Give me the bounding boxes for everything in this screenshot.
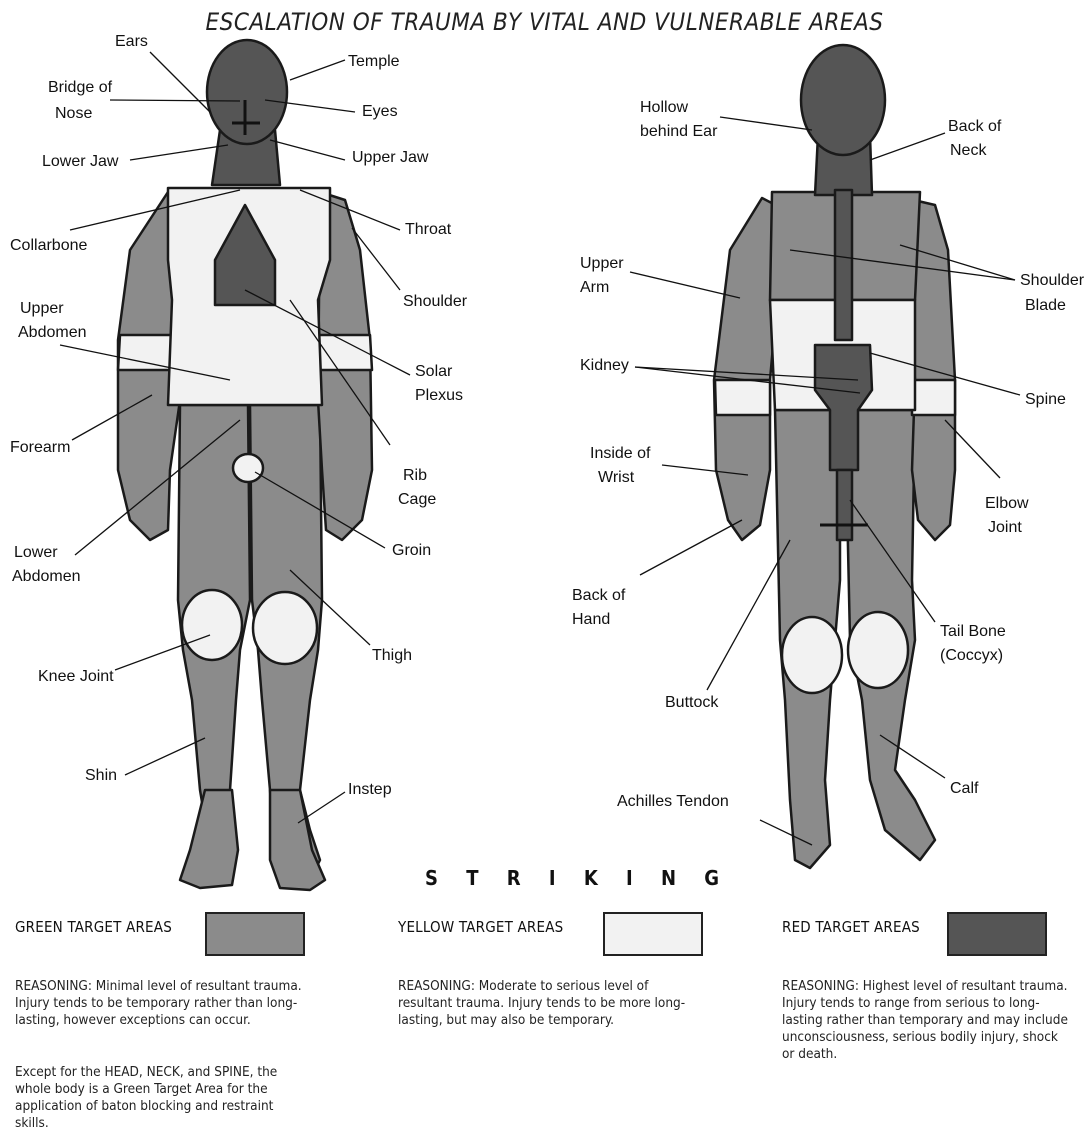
- label-upper-abdomen-1: Upper: [20, 300, 64, 317]
- label-lower-jaw: Lower Jaw: [42, 153, 119, 170]
- label-back-of-neck-2: Neck: [950, 142, 987, 159]
- back-left-knee: [782, 617, 842, 693]
- front-left-foot: [180, 790, 238, 888]
- label-tail-bone-1: Tail Bone: [940, 623, 1006, 640]
- back-tail-bone: [837, 470, 852, 540]
- label-shoulder-blade-2: Blade: [1025, 297, 1066, 314]
- label-upper-abdomen-2: Abdomen: [18, 324, 87, 341]
- label-thigh: Thigh: [372, 647, 412, 664]
- label-solar-plexus-2: Plexus: [415, 387, 463, 404]
- label-hollow-behind-ear-1: Hollow: [640, 99, 688, 116]
- label-buttock: Buttock: [665, 694, 719, 711]
- label-solar-plexus-1: Solar: [415, 363, 453, 380]
- label-collarbone: Collarbone: [10, 237, 87, 254]
- back-head: [801, 45, 885, 155]
- legend-yellow-swatch: [603, 912, 703, 956]
- label-kidney: Kidney: [580, 357, 629, 374]
- label-tail-bone-2: (Coccyx): [940, 647, 1003, 664]
- label-knee-joint: Knee Joint: [38, 668, 114, 685]
- label-achilles-tendon: Achilles Tendon: [617, 793, 729, 810]
- label-forearm: Forearm: [10, 439, 70, 456]
- label-hollow-behind-ear-2: behind Ear: [640, 123, 718, 140]
- label-rib-cage-2: Cage: [398, 491, 436, 508]
- front-right-knee: [253, 592, 317, 664]
- label-back-of-hand-2: Hand: [572, 611, 610, 628]
- front-groin: [233, 454, 263, 482]
- legend-red-swatch: [947, 912, 1047, 956]
- back-right-knee: [848, 612, 908, 688]
- label-shoulder: Shoulder: [403, 293, 468, 310]
- label-bridge-of-nose-1: Bridge of: [48, 79, 113, 96]
- legend-green-note: Except for the HEAD, NECK, and SPINE, th…: [15, 1064, 305, 1132]
- legend-red-title: RED TARGET AREAS: [782, 918, 920, 936]
- label-ears: Ears: [115, 33, 148, 50]
- label-upper-jaw: Upper Jaw: [352, 149, 429, 166]
- label-inside-of-wrist-1: Inside of: [590, 445, 651, 462]
- legend-yellow-title: YELLOW TARGET AREAS: [398, 918, 563, 936]
- label-rib-cage-1: Rib: [403, 467, 427, 484]
- label-elbow-joint-2: Joint: [988, 519, 1022, 536]
- legend-green-title: GREEN TARGET AREAS: [15, 918, 172, 936]
- label-shin: Shin: [85, 767, 117, 784]
- legend-red-reasoning: REASONING: Highest level of resultant tr…: [782, 978, 1072, 1063]
- label-back-of-hand-1: Back of: [572, 587, 626, 604]
- front-head: [207, 40, 287, 144]
- label-spine: Spine: [1025, 391, 1066, 408]
- front-figure: [118, 40, 372, 890]
- label-bridge-of-nose-2: Nose: [55, 105, 92, 122]
- label-upper-arm-2: Arm: [580, 279, 609, 296]
- label-temple: Temple: [348, 53, 400, 70]
- front-right-foot: [270, 790, 325, 890]
- back-spine: [835, 190, 852, 340]
- label-lower-abdomen-2: Abdomen: [12, 568, 81, 585]
- front-left-knee: [182, 590, 242, 660]
- label-shoulder-blade-1: Shoulder: [1020, 272, 1085, 289]
- label-calf: Calf: [950, 780, 979, 797]
- legend-green-swatch: [205, 912, 305, 956]
- label-lower-abdomen-1: Lower: [14, 544, 58, 561]
- label-back-of-neck-1: Back of: [948, 118, 1002, 135]
- back-figure: [714, 45, 955, 868]
- legend-green-reasoning: REASONING: Minimal level of resultant tr…: [15, 978, 305, 1029]
- back-right-elbow-band: [912, 380, 955, 415]
- back-left-elbow-band: [715, 380, 770, 415]
- label-eyes: Eyes: [362, 103, 398, 120]
- label-inside-of-wrist-2: Wrist: [598, 469, 635, 486]
- legend-yellow-reasoning: REASONING: Moderate to serious level of …: [398, 978, 688, 1029]
- striking-heading: S T R I K I N G: [425, 866, 730, 890]
- label-instep: Instep: [348, 781, 392, 798]
- label-throat: Throat: [405, 221, 452, 238]
- label-groin: Groin: [392, 542, 431, 559]
- label-elbow-joint-1: Elbow: [985, 495, 1029, 512]
- label-upper-arm-1: Upper: [580, 255, 624, 272]
